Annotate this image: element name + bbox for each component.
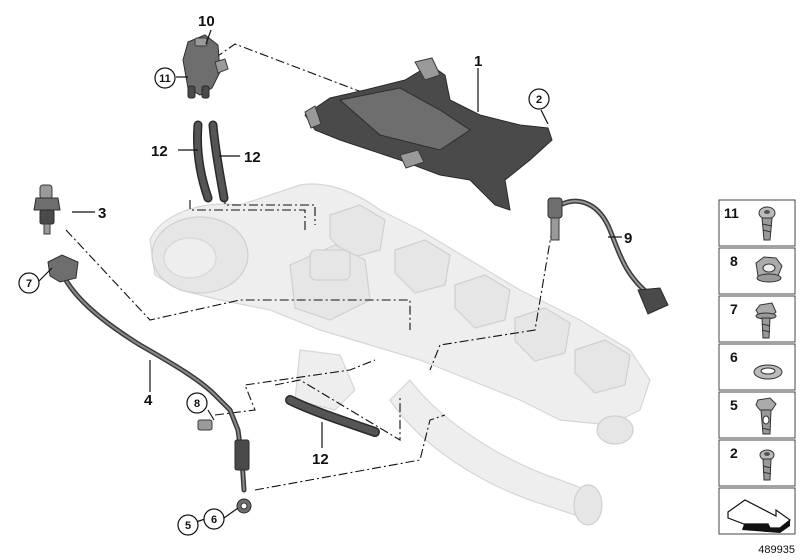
side-label-7: 7 xyxy=(730,301,738,317)
banjo-bolt-icon xyxy=(755,397,777,435)
side-parts-column: 11 8 7 6 xyxy=(718,199,796,535)
side-label-2: 2 xyxy=(730,445,738,461)
sealing-ring-icon xyxy=(753,364,783,380)
part-4-pressure-pipe xyxy=(47,254,252,514)
side-box-11 xyxy=(718,199,796,247)
side-label-8: 8 xyxy=(730,253,738,269)
side-box-5 xyxy=(718,391,796,439)
callout-11: 11 xyxy=(159,73,171,85)
side-box-6 xyxy=(718,343,796,391)
direction-arrow-icon xyxy=(727,499,791,533)
callout-10: 10 xyxy=(198,13,215,30)
image-id: 489935 xyxy=(758,544,795,556)
callout-1: 1 xyxy=(474,53,482,70)
callout-5: 5 xyxy=(185,520,191,532)
callout-7: 7 xyxy=(26,278,32,290)
callout-3: 3 xyxy=(98,205,106,222)
callout-12-bottom: 12 xyxy=(312,451,329,468)
callout-2: 2 xyxy=(536,94,542,106)
callout-12-right: 12 xyxy=(244,149,261,166)
callout-9: 9 xyxy=(624,230,632,247)
part-10-pressure-converter xyxy=(182,34,229,99)
callout-12-left: 12 xyxy=(151,143,168,160)
stud-bolt-icon xyxy=(755,302,777,339)
callout-6-circle xyxy=(203,508,225,530)
side-label-6: 6 xyxy=(730,349,738,365)
callout-7-circle xyxy=(18,272,40,294)
callout-labels: 1 2 3 4 5 6 7 8 9 10 11 12 12 12 xyxy=(18,13,632,536)
part-9-temperature-sensor xyxy=(547,197,669,315)
torx-bolt-icon xyxy=(758,206,776,241)
part-1-heat-shield xyxy=(304,57,553,211)
callout-2-circle xyxy=(528,88,550,110)
part-3-sensor xyxy=(33,184,61,235)
short-torx-bolt-icon xyxy=(759,449,775,481)
side-box-2 xyxy=(718,439,796,487)
side-label-5: 5 xyxy=(730,397,738,413)
side-box-7 xyxy=(718,295,796,343)
callout-6: 6 xyxy=(211,514,217,526)
hex-nut-icon xyxy=(755,256,783,283)
callout-5-circle xyxy=(177,514,199,536)
leader-lines xyxy=(38,29,622,523)
side-label-11: 11 xyxy=(724,205,739,221)
callout-11-circle xyxy=(154,67,176,89)
callout-4: 4 xyxy=(144,392,153,409)
callout-8: 8 xyxy=(194,398,200,410)
part-12-vacuum-hoses xyxy=(193,120,380,437)
exhaust-manifold-ghost xyxy=(149,183,651,526)
callout-8-circle xyxy=(186,392,208,414)
